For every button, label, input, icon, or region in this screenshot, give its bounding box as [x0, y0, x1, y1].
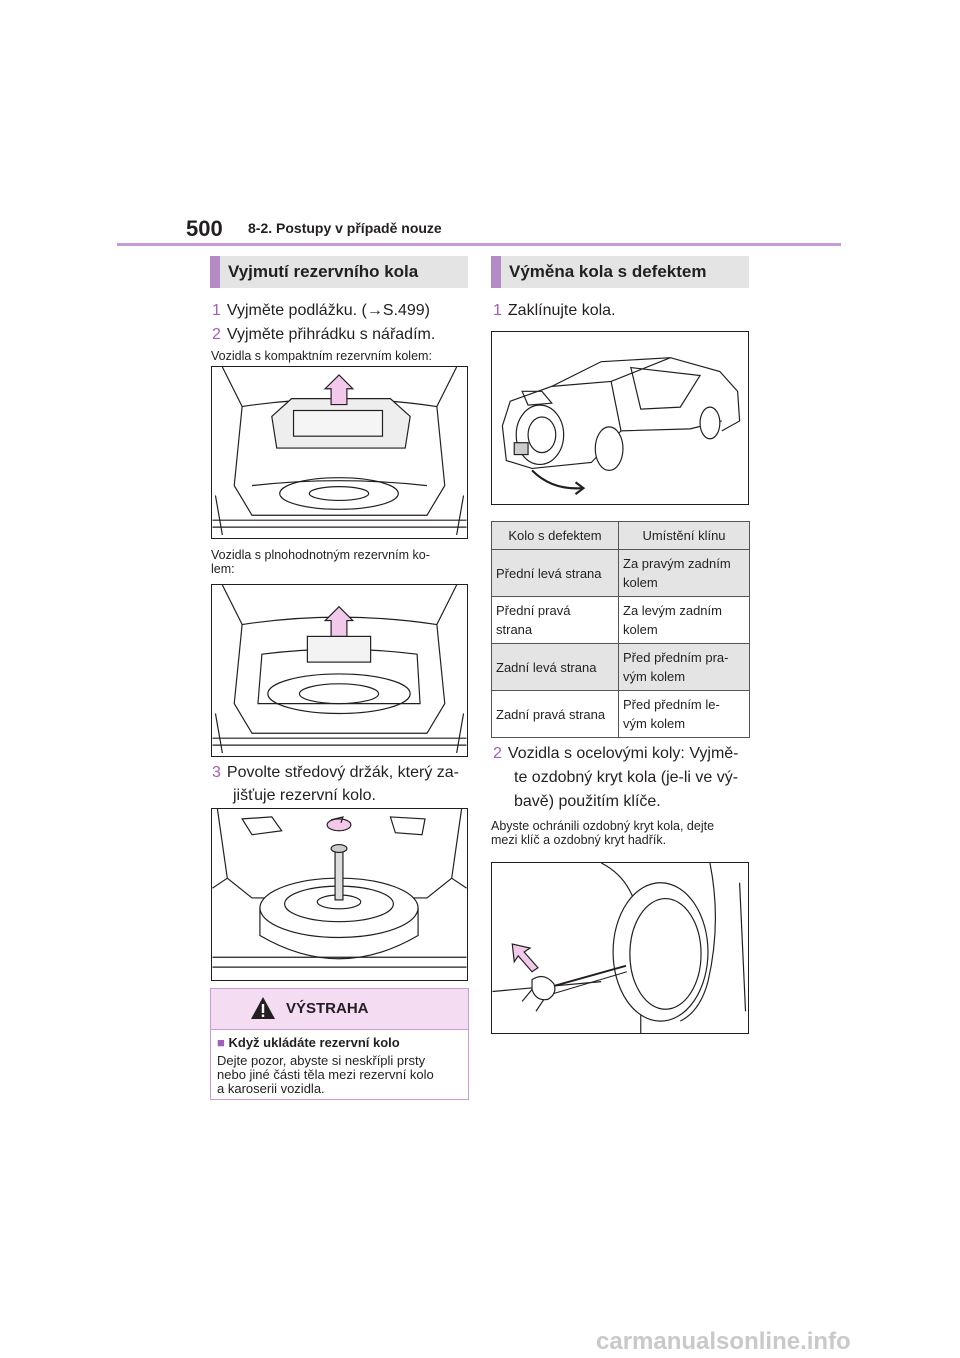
- watermark: carmanualsonline.info: [596, 1328, 851, 1355]
- table-cell-wheel: Přední levá strana: [491, 549, 619, 597]
- step-3-line1: 3 Povolte středový držák, který za-: [212, 760, 459, 786]
- table-cell-wheel: Přední pravá strana: [491, 596, 619, 644]
- step-number: 2: [493, 745, 502, 762]
- step-number: 1: [493, 302, 502, 319]
- section-title-remove-spare: Vyjmutí rezervního kola: [210, 256, 468, 288]
- table-cell-place: Za pravým zadním kolem: [618, 549, 750, 597]
- table-header: Umístění klínu: [618, 521, 750, 550]
- warning-text-line: Dejte pozor, abyste si neskřípli prsty: [217, 1053, 426, 1068]
- step-2: 2 Vyjměte přihrádku s nářadím.: [212, 322, 435, 348]
- figure-center-holder: [211, 808, 468, 981]
- cell-text: Za pravým zadním: [623, 556, 731, 571]
- step-text: Vyjměte přihrádku s nářadím.: [226, 326, 436, 343]
- figure-full-spare: [211, 584, 468, 757]
- step-text: Povolte středový držák, který za-: [226, 764, 459, 781]
- warning-title: VÝSTRAHA: [286, 1000, 369, 1017]
- step-number: 1: [212, 302, 221, 319]
- cell-text: Přední levá strana: [496, 565, 602, 581]
- table-cell-place: Za levým zadním kolem: [618, 596, 750, 644]
- step-2-line2: te ozdobný kryt kola (je-li ve vý-: [514, 769, 739, 786]
- cell-text: Přední pravá: [496, 603, 571, 618]
- figure-compact-spare: [211, 366, 468, 539]
- warning-subtitle-text: Když ukládáte rezervní kolo: [228, 1035, 400, 1050]
- step-number: 3: [212, 764, 221, 781]
- warning-icon: [251, 997, 275, 1019]
- cell-text: kolem: [623, 622, 658, 637]
- trunk-illustration: [212, 585, 467, 754]
- note-line2: mezi klíč a ozdobný kryt hadřík.: [491, 833, 667, 847]
- table-cell-place: Před předním le-vým kolem: [618, 690, 750, 738]
- figure-wheel-chock: [491, 331, 749, 505]
- warning-text-line: a karoserii vozidla.: [217, 1081, 325, 1096]
- table-header-row: Kolo s defektem Umístění klínu: [491, 521, 750, 550]
- caption-full-2: lem:: [211, 562, 235, 576]
- step-2-line1: 2 Vozidla s ocelovými koly: Vyjmě-: [493, 741, 739, 767]
- warning-subtitle: ■ Když ukládáte rezervní kolo: [217, 1036, 462, 1050]
- step-text: Zaklínujte kola.: [507, 302, 616, 319]
- step-1-wedge: 1 Zaklínujte kola.: [493, 298, 616, 324]
- car-illustration: [501, 357, 741, 495]
- cell-text: vým kolem: [623, 669, 686, 684]
- trunk-illustration: [212, 367, 467, 536]
- chapter-title: 8-2. Postupy v případě nouze: [248, 220, 442, 236]
- spare-wheel-illustration: [212, 809, 467, 968]
- cell-text: Zadní levá strana: [496, 659, 597, 675]
- square-bullet-icon: ■: [217, 1035, 225, 1050]
- caption-compact: Vozidla s kompaktním rezervním kolem:: [211, 349, 432, 363]
- table-cell-wheel: Zadní pravá strana: [491, 690, 619, 738]
- step-2-line3: bavě) použitím klíče.: [514, 793, 661, 810]
- table-cell-place: Před předním pra-vým kolem: [618, 643, 750, 691]
- note-line1: Abyste ochránili ozdobný kryt kola, dejt…: [491, 819, 715, 833]
- section-title-flat-tire: Výměna kola s defektem: [491, 256, 749, 288]
- wedge-table-wrapper: Kolo s defektem Umístění klínu Přední le…: [491, 521, 750, 738]
- page-number: 500: [186, 216, 223, 241]
- cell-text: Za levým zadním: [623, 603, 722, 618]
- step-text: Vyjměte podlážku. (→S.499): [226, 302, 430, 319]
- wedge-table: Kolo s defektem Umístění klínu Přední le…: [491, 521, 750, 738]
- step-3-line2: jišťuje rezervní kolo.: [233, 787, 376, 804]
- header-rule: [117, 243, 841, 246]
- figure-wheel-cap: [491, 862, 749, 1034]
- cell-text: strana: [496, 622, 533, 637]
- caption-full-1: Vozidla s plnohodnotným rezervním ko-: [211, 548, 430, 562]
- table-row: Zadní levá strana Před předním pra-vým k…: [491, 643, 750, 691]
- cell-text: kolem: [623, 575, 658, 590]
- warning-body: ■ Když ukládáte rezervní kolo Dejte pozo…: [211, 1030, 468, 1102]
- wheel-cap-illustration: [492, 863, 747, 1033]
- table-header: Kolo s defektem: [491, 521, 619, 550]
- step-text: Vozidla s ocelovými koly: Vyjmě-: [507, 745, 739, 762]
- step-1: 1 Vyjměte podlážku. (→S.499): [212, 298, 430, 324]
- warning-header: VÝSTRAHA: [211, 989, 468, 1030]
- table-row: Zadní pravá strana Před předním le-vým k…: [491, 690, 750, 738]
- cell-text: Před předním pra-: [623, 650, 729, 665]
- cell-text: vým kolem: [623, 716, 686, 731]
- table-cell-wheel: Zadní levá strana: [491, 643, 619, 691]
- table-row: Přední pravá strana Za levým zadním kolem: [491, 596, 750, 644]
- cell-text: Zadní pravá strana: [496, 706, 606, 722]
- table-row: Přední levá strana Za pravým zadním kolem: [491, 549, 750, 597]
- step-number: 2: [212, 326, 221, 343]
- cell-text: Před předním le-: [623, 697, 720, 712]
- warning-text-line: nebo jiné části těla mezi rezervní kolo: [217, 1067, 434, 1082]
- warning-box: VÝSTRAHA ■ Když ukládáte rezervní kolo D…: [210, 988, 469, 1100]
